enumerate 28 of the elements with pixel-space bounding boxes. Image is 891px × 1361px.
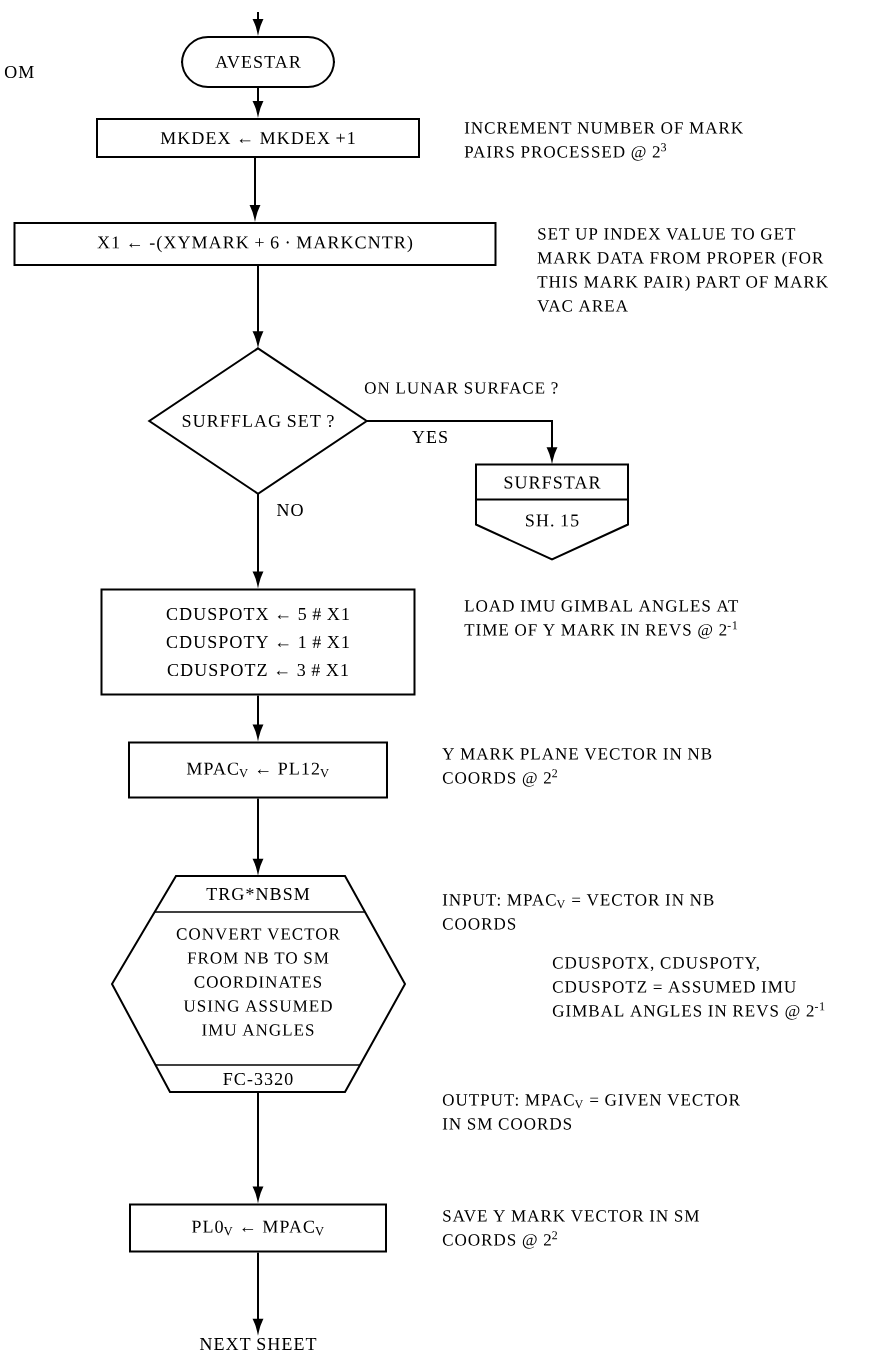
edge-label: NO: [275, 502, 305, 518]
arrow: [253, 87, 263, 115]
process-box: X1 ← -(XYMARK + 6 · MARKCNTR): [13, 222, 497, 266]
process-box: CDUSPOTX ← 5 # X1 CDUSPOTY ← 1 # X1 CDUSPOTZ ← 3 # X1: [100, 588, 416, 696]
arrow: [253, 1091, 263, 1200]
arrow: [253, 492, 263, 585]
text-fragment: OM: [4, 65, 34, 79]
annotation-text: OUTPUT: MPAC$_{V}$ = GIVEN VECTOR IN SM COORDS: [442, 1094, 740, 1130]
arrow: [253, 797, 263, 873]
arrow: [253, 265, 263, 345]
arrow: [250, 157, 260, 219]
process-box: PL0$_{V}$ ← MPAC$_{V}$: [129, 1203, 387, 1253]
annotation-text: Y MARK PLANE VECTOR IN NB COORDS @ 2$^{2}$: [442, 748, 712, 787]
annotation-text: SET UP INDEX VALUE TO GET MARK DATA FROM PROPER (FOR THIS MARK PAIR) PART OF MARK VAC AREA: [537, 228, 828, 312]
annotation-text: INCREMENT NUMBER OF MARK PAIRS PROCESSED @ 2$^{3}$: [464, 122, 743, 161]
arrow: [253, 694, 263, 738]
terminal-box: AVESTAR: [181, 36, 335, 88]
process-box: MPAC$_{V}$ ← PL12$_{V}$: [128, 741, 388, 799]
offpage-connector: SURFSTAR SH. 15: [475, 463, 629, 561]
annotation-text: CDUSPOTX, CDUSPOTY, CDUSPOTZ = ASSUMED IMU GIMBAL ANGLES IN REVS @ 2$^{-1}$: [552, 957, 825, 1020]
annotation-text: INPUT: MPAC$_{V}$ = VECTOR IN NB COORDS: [442, 894, 714, 930]
annotation-text: LOAD IMU GIMBAL ANGLES AT TIME OF Y MARK IN REVS @ 2$^{-1}$: [464, 600, 739, 639]
edge-label: YES: [410, 429, 450, 445]
process-box: MKDEX ← MKDEX +1: [96, 118, 420, 158]
arrow: [365, 420, 557, 461]
connector-text: NEXT SHEET: [199, 1337, 317, 1351]
arrow: [253, 11, 263, 33]
annotation-text: SAVE Y MARK VECTOR IN SM COORDS @ 2$^{2}$: [442, 1210, 699, 1249]
